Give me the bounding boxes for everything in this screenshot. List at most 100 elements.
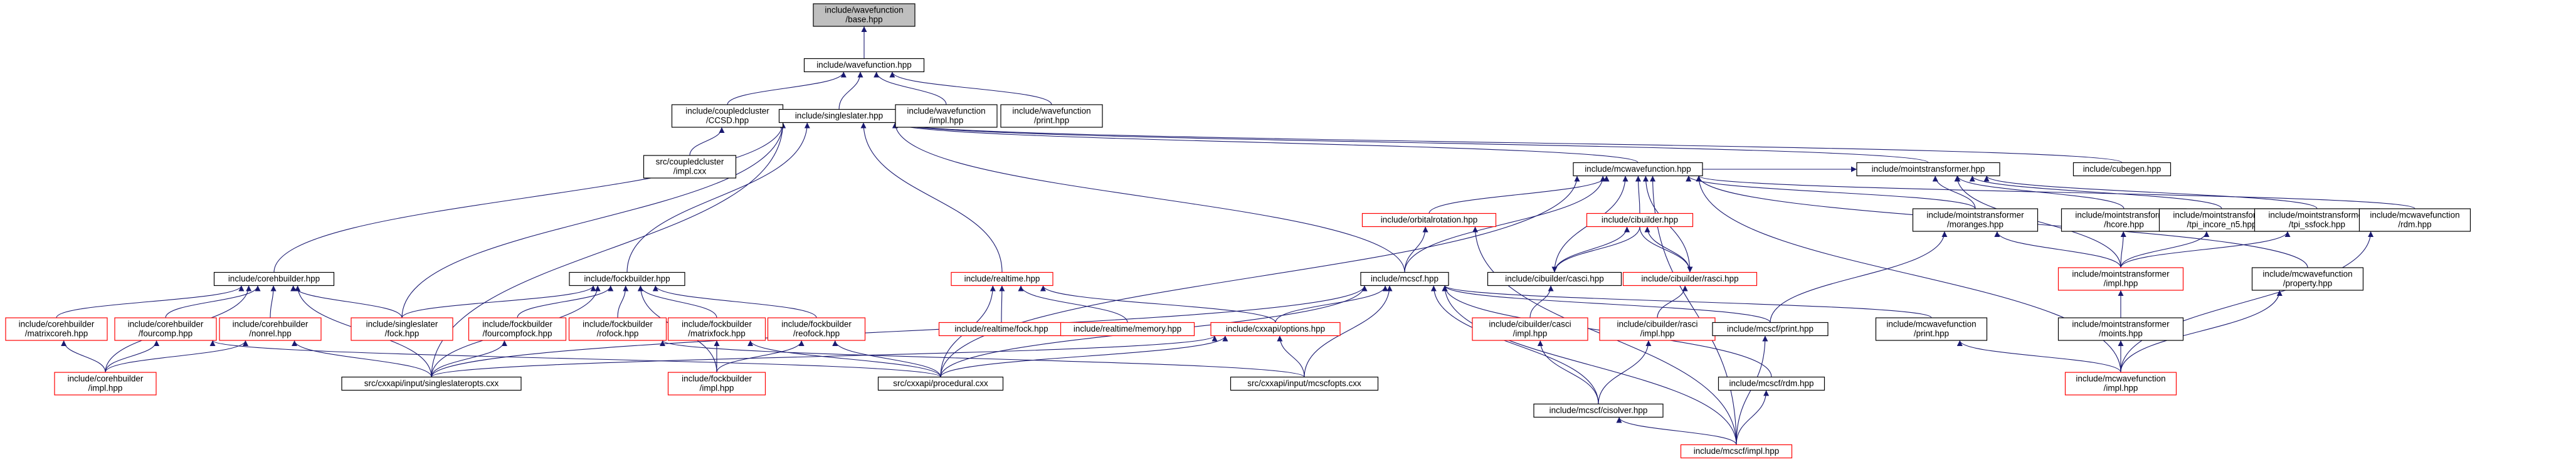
edge-mcscf-impl-to-mcscf xyxy=(1442,285,1737,445)
node-box xyxy=(569,271,685,286)
node-realtime[interactable]: include/realtime.hpp xyxy=(951,271,1053,286)
node-label: include/mcscf/cisolver.hpp xyxy=(1549,406,1648,415)
node-label: include/realtime/fock.hpp xyxy=(954,324,1048,333)
node-rt-memory[interactable]: include/realtime/memory.hpp xyxy=(1060,322,1195,337)
node-box xyxy=(1573,162,1703,177)
node-mointstransformer[interactable]: include/mointstransformer.hpp xyxy=(1856,162,2000,177)
node-box xyxy=(1361,213,1497,228)
node-label: /print.hpp xyxy=(1914,329,1949,339)
node-chb-nonrel[interactable]: include/corehbuilder/nonrel.hpp xyxy=(219,317,322,341)
node-orbitalrotation[interactable]: include/orbitalrotation.hpp xyxy=(1361,213,1497,228)
node-chb-impl[interactable]: include/corehbuilder/impl.hpp xyxy=(54,372,157,396)
edge-mt-hcore-to-mointstransformer xyxy=(1955,176,2125,209)
node-ci-rasci[interactable]: include/cibuilder/rasci.hpp xyxy=(1622,271,1758,286)
node-procedural[interactable]: src/cxxapi/procedural.cxx xyxy=(877,376,1004,391)
node-mcscfopts[interactable]: src/cxxapi/input/mcscfopts.cxx xyxy=(1230,376,1379,391)
edge-cxxapi-options-to-mcscf xyxy=(1275,285,1388,323)
node-mcscf-rdm[interactable]: include/mcscf/rdm.hpp xyxy=(1718,376,1825,391)
node-wavefunction[interactable]: include/wavefunction.hpp xyxy=(803,58,925,73)
edge-ssopts-to-mcscf xyxy=(431,285,1368,377)
node-label: /impl.hpp xyxy=(700,384,734,393)
node-fb-fourcompfock[interactable]: include/fockbuilder/fourcompfock.hpp xyxy=(468,317,567,341)
node-mcscf-impl[interactable]: include/mcscf/impl.hpp xyxy=(1680,444,1793,459)
edge-chb-impl-to-chb-fourcomp xyxy=(105,340,160,373)
node-rt-fock[interactable]: include/realtime/fock.hpp xyxy=(938,322,1065,337)
edge-cc-impl-to-cc-ccsd xyxy=(689,127,725,156)
node-wf-impl[interactable]: include/wavefunction/impl.hpp xyxy=(895,104,998,128)
node-label: include/mcwavefunction xyxy=(1886,320,1976,329)
node-box xyxy=(671,104,784,128)
edge-cisolver-to-ci-casci-impl xyxy=(1537,340,1599,404)
node-cibuilder[interactable]: include/cibuilder.hpp xyxy=(1586,213,1694,228)
node-chb-matrixcoreh[interactable]: include/corehbuilder/matrixcoreh.hpp xyxy=(5,317,108,341)
node-fb-rofock[interactable]: include/fockbuilder/rofock.hpp xyxy=(568,317,667,341)
node-box xyxy=(1360,271,1449,286)
node-box xyxy=(1000,104,1103,128)
node-chb-fourcomp[interactable]: include/corehbuilder/fourcomp.hpp xyxy=(114,317,217,341)
node-label: /tpi_ssfock.hpp xyxy=(2289,220,2345,229)
node-wf-print[interactable]: include/wavefunction/print.hpp xyxy=(1000,104,1103,128)
node-label: include/mointstransformer.hpp xyxy=(1872,164,1985,174)
node-fb-impl[interactable]: include/fockbuilder/impl.hpp xyxy=(667,372,766,396)
node-box xyxy=(803,58,925,73)
edge-mt-impl-to-mointstransformer xyxy=(1954,176,2121,268)
edge-mcscf-to-orbitalrotation xyxy=(1404,226,1428,273)
node-label: include/singleslater.hpp xyxy=(795,111,883,120)
node-mcwf-rdm[interactable]: include/mcwavefunction/rdm.hpp xyxy=(2358,208,2471,232)
node-cubegen[interactable]: include/cubegen.hpp xyxy=(2072,162,2172,177)
edge-mcscfopts-to-cxxapi-options xyxy=(1277,335,1305,377)
edge-cxxapi-options-to-realtime xyxy=(1040,285,1276,323)
node-label: /matrixcoreh.hpp xyxy=(25,329,88,339)
node-cc-impl[interactable]: src/coupledcluster/impl.cxx xyxy=(643,155,737,179)
node-label: include/mcwavefunction xyxy=(2262,270,2352,279)
node-mt-impl[interactable]: include/mointstransformer/impl.hpp xyxy=(2057,267,2184,291)
node-mcscf[interactable]: include/mcscf.hpp xyxy=(1360,271,1449,286)
node-box xyxy=(1875,317,1988,341)
node-mcwf-print[interactable]: include/mcwavefunction/print.hpp xyxy=(1875,317,1988,341)
node-ci-casci[interactable]: include/cibuilder/casci.hpp xyxy=(1487,271,1622,286)
node-ss-fock[interactable]: include/singleslater/fock.hpp xyxy=(351,317,453,341)
node-ssopts[interactable]: src/cxxapi/input/singleslateropts.cxx xyxy=(341,376,522,391)
node-corehbuilder[interactable]: include/corehbuilder.hpp xyxy=(213,271,335,286)
node-cxxapi-options[interactable]: include/cxxapi/options.hpp xyxy=(1210,322,1341,337)
edge-ss-fock-to-corehbuilder xyxy=(290,285,403,318)
node-mt-moints[interactable]: include/mointstransformer/moints.hpp xyxy=(2057,317,2184,341)
node-box xyxy=(1680,444,1793,459)
node-mt-ssfock[interactable]: include/mointstransformer/tpi_ssfock.hpp xyxy=(2254,208,2380,232)
node-label: include/wavefunction.hpp xyxy=(816,60,912,70)
node-mcwf-impl[interactable]: include/mcwavefunction/impl.hpp xyxy=(2064,372,2177,396)
node-ci-casci-impl[interactable]: include/cibuilder/casci/impl.hpp xyxy=(1472,317,1588,341)
node-label: /rofock.hpp xyxy=(597,329,639,339)
node-box xyxy=(219,317,322,341)
node-base[interactable]: include/wavefunction/base.hpp xyxy=(813,3,916,27)
node-label: include/mcscf/rdm.hpp xyxy=(1729,379,1813,388)
node-mcscf-print[interactable]: include/mcscf/print.hpp xyxy=(1712,322,1829,337)
node-label: include/mointstransformer xyxy=(2072,320,2170,329)
node-fb-matrixfock[interactable]: include/fockbuilder/matrixfock.hpp xyxy=(667,317,766,341)
node-label: include/mointstransformer xyxy=(2268,211,2366,220)
node-label: include/mcwavefunction.hpp xyxy=(1585,164,1691,174)
edge-mt-moranges-to-mointstransformer xyxy=(1932,176,1976,209)
node-mcwf-property[interactable]: include/mcwavefunction/property.hpp xyxy=(2251,267,2364,291)
node-label: /impl.hpp xyxy=(2104,279,2138,288)
node-ci-rasci-impl[interactable]: include/cibuilder/rasci/impl.hpp xyxy=(1599,317,1716,341)
edge-cubegen-to-singleslater xyxy=(892,122,2123,163)
edge-rt-fock-to-realtime xyxy=(999,285,1005,323)
edge-procedural-to-fb-matrixfock xyxy=(747,340,941,377)
node-box xyxy=(767,317,866,341)
node-fb-reofock[interactable]: include/fockbuilder/reofock.hpp xyxy=(767,317,866,341)
edge-mt-incore-to-mointstransformer xyxy=(1969,176,2222,209)
node-singleslater[interactable]: include/singleslater.hpp xyxy=(778,108,900,123)
node-label: include/singleslater xyxy=(366,320,438,329)
node-label: include/mointstransformer xyxy=(2072,270,2170,279)
node-mt-moranges[interactable]: include/mointstransformer/moranges.hpp xyxy=(1912,208,2039,232)
node-cisolver[interactable]: include/mcscf/cisolver.hpp xyxy=(1533,403,1664,418)
node-label: include/mcwavefunction xyxy=(2076,374,2165,384)
node-fockbuilder[interactable]: include/fockbuilder.hpp xyxy=(569,271,685,286)
edge-wf-print-to-wavefunction xyxy=(889,71,1052,105)
node-label: include/cxxapi/options.hpp xyxy=(1226,324,1325,333)
node-box xyxy=(1533,403,1664,418)
node-mcwavefunction[interactable]: include/mcwavefunction.hpp xyxy=(1573,162,1703,177)
node-cc-ccsd[interactable]: include/coupledcluster/CCSD.hpp xyxy=(671,104,784,128)
